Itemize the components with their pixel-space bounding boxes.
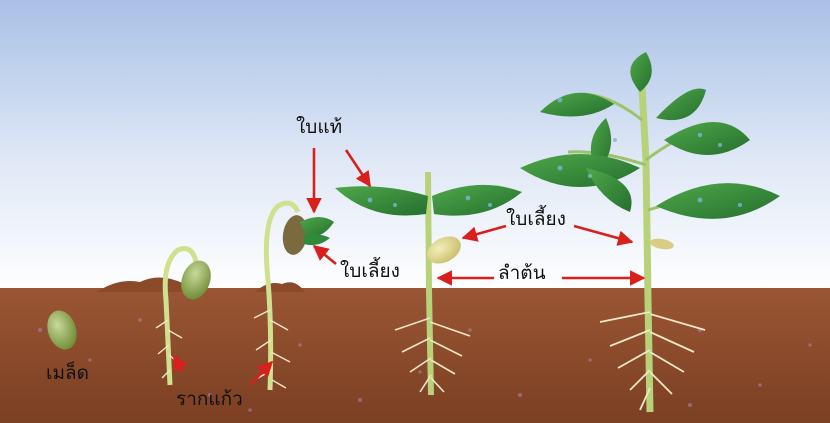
soil: [0, 277, 830, 423]
label-stem: ลำต้น: [498, 264, 546, 283]
label-seed: เมล็ด: [46, 364, 89, 383]
label-cotyledon-right: ใบเลี้ยง: [506, 210, 566, 229]
label-true-leaves: ใบแท้: [296, 118, 342, 137]
label-cotyledon-left: ใบเลี้ยง: [340, 262, 400, 281]
label-radicle: รากแก้ว: [176, 390, 243, 409]
